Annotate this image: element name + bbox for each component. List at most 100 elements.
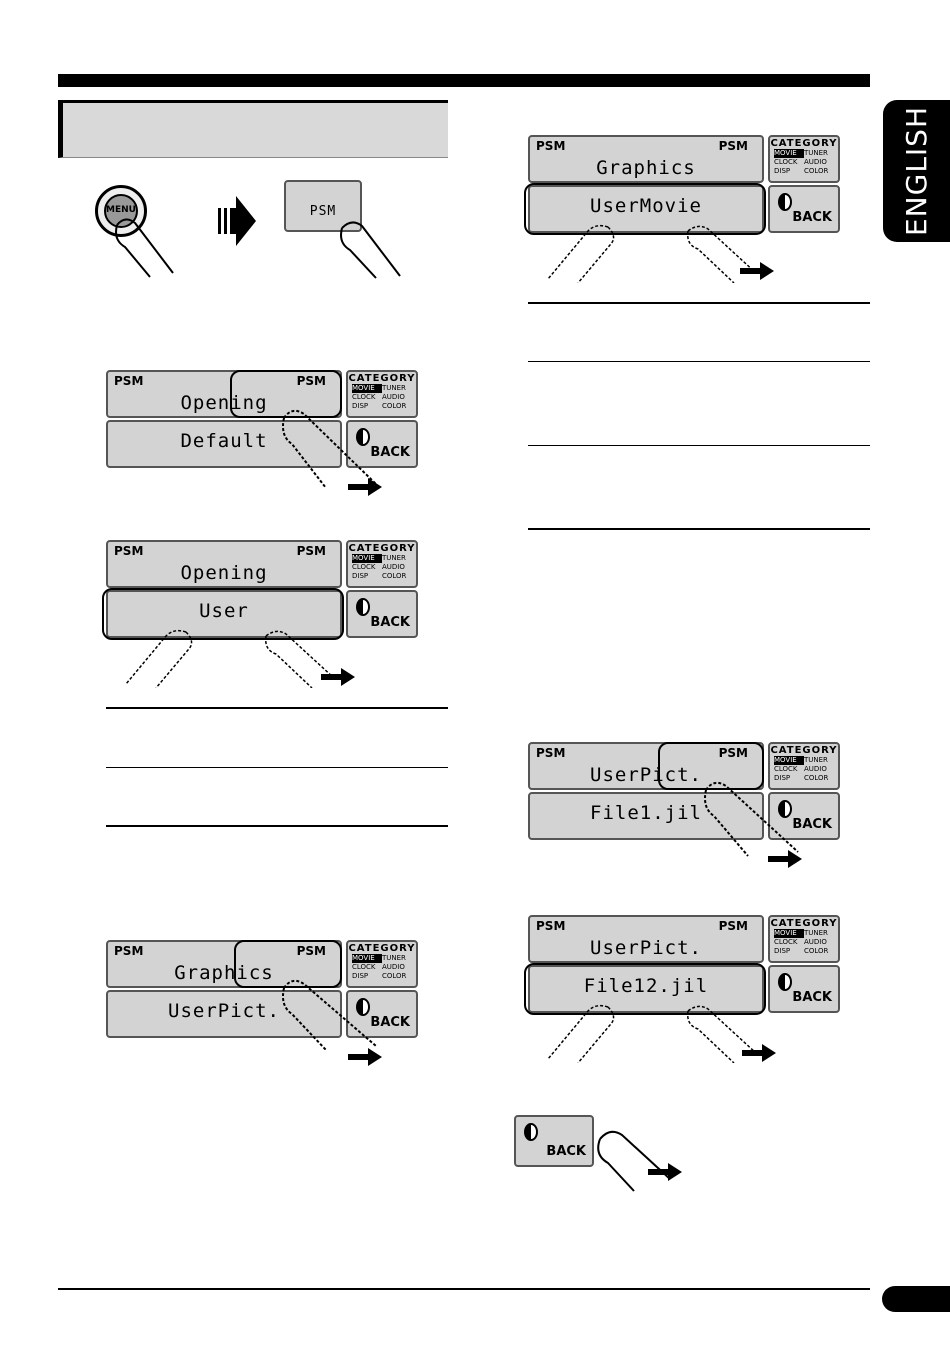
highlight-frame	[102, 588, 344, 640]
top-label: Opening	[180, 562, 268, 584]
bottom-rule	[58, 1288, 870, 1290]
knob-icon	[778, 973, 792, 991]
top-rule	[58, 74, 870, 87]
table-rule	[528, 445, 870, 446]
bottom-display: File1.jil	[528, 792, 764, 840]
knob-icon	[524, 1123, 538, 1141]
finger-icon	[282, 409, 377, 489]
back-label: BACK	[792, 817, 832, 832]
back-button[interactable]: BACK	[514, 1115, 594, 1167]
category-title: CATEGORY	[348, 373, 416, 384]
bottom-label: User	[199, 600, 249, 622]
page-number-tab	[882, 1286, 950, 1312]
category-title: CATEGORY	[770, 918, 838, 929]
bottom-display: User	[106, 590, 342, 638]
bottom-label: UserMovie	[590, 195, 702, 217]
psm-right-label: PSM	[296, 944, 326, 958]
top-display: PSM PSM UserPict.	[528, 915, 764, 963]
top-label: Opening	[180, 392, 268, 414]
category-title: CATEGORY	[348, 543, 416, 554]
category-title: CATEGORY	[348, 943, 416, 954]
language-tab: ENGLISH	[883, 100, 950, 242]
psm-right-label: PSM	[718, 919, 748, 933]
table-rule	[106, 767, 448, 768]
top-display: PSM PSM Opening	[106, 370, 342, 418]
top-label: Graphics	[596, 157, 696, 179]
back-label: BACK	[546, 1144, 586, 1159]
knob-icon	[356, 598, 370, 616]
psm-button-label: PSM	[309, 204, 337, 219]
arrow-icon	[348, 1048, 382, 1066]
arrow-icon	[742, 1044, 776, 1062]
bottom-display: UserMovie	[528, 185, 764, 233]
back-button[interactable]: BACK	[346, 420, 418, 468]
top-display: PSM PSM Graphics	[528, 135, 764, 183]
category-title: CATEGORY	[770, 138, 838, 149]
final-back-step: BACK	[514, 1115, 684, 1192]
lcd-panel-4: PSM PSM Graphics UserMovie CATEGORY MOVI…	[524, 135, 840, 283]
back-button[interactable]: BACK	[346, 990, 418, 1038]
arrow-icon	[740, 262, 774, 280]
lcd-panel-3: PSM PSM Graphics UserPict. CATEGORY MOVI…	[106, 940, 418, 1050]
psm-right-label: PSM	[296, 374, 326, 388]
back-label: BACK	[370, 1015, 410, 1030]
highlight-frame	[230, 370, 342, 418]
table-rule	[528, 528, 870, 530]
table-rule	[528, 302, 870, 304]
bottom-label: Default	[180, 430, 268, 452]
psm-right-label: PSM	[718, 746, 748, 760]
psm-right-label: PSM	[296, 544, 326, 558]
highlight-frame	[524, 963, 766, 1015]
back-label: BACK	[792, 990, 832, 1005]
language-tab-label: ENGLISH	[900, 105, 933, 237]
lcd-panel-5: PSM PSM UserPict. File1.jil CATEGORY MOV…	[528, 742, 840, 857]
back-button[interactable]: BACK	[768, 965, 840, 1013]
knob-icon	[356, 998, 370, 1016]
table-rule	[106, 825, 448, 827]
back-button[interactable]: BACK	[768, 185, 840, 233]
psm-left-label: PSM	[114, 944, 144, 958]
arrow-icon	[321, 668, 355, 686]
psm-left-label: PSM	[114, 544, 144, 558]
finger-icon	[115, 218, 174, 278]
arrow-icon	[648, 1163, 682, 1181]
highlight-frame	[234, 940, 342, 988]
finger-icon	[282, 979, 377, 1050]
back-button[interactable]: BACK	[346, 590, 418, 638]
arrow-icon	[348, 478, 382, 496]
psm-left-label: PSM	[114, 374, 144, 388]
menu-button-label: MENU	[106, 205, 136, 215]
bottom-display: Default	[106, 420, 342, 468]
knob-icon	[778, 193, 792, 211]
highlight-frame	[658, 742, 764, 790]
finger-icon	[125, 629, 335, 688]
bottom-display: File12.jil	[528, 965, 764, 1013]
table-rule	[106, 707, 448, 709]
psm-right-label: PSM	[718, 139, 748, 153]
bottom-label: File1.jil	[590, 802, 702, 824]
top-display: PSM PSM Opening	[106, 540, 342, 588]
back-label: BACK	[370, 445, 410, 460]
knob-icon	[778, 800, 792, 818]
section-title-box	[58, 100, 448, 158]
finger-icon	[547, 224, 757, 283]
highlight-frame	[524, 183, 766, 235]
psm-left-label: PSM	[536, 139, 566, 153]
back-label: BACK	[370, 615, 410, 630]
back-button[interactable]: BACK	[768, 792, 840, 840]
finger-icon	[340, 221, 401, 279]
back-label: BACK	[792, 210, 832, 225]
menu-button[interactable]: MENU	[95, 185, 147, 237]
bottom-label: UserPict.	[168, 1000, 280, 1022]
psm-step: PSM	[284, 180, 414, 280]
top-display: PSM PSM Graphics	[106, 940, 342, 988]
arrow-icon	[768, 850, 802, 868]
bottom-display: UserPict.	[106, 990, 342, 1038]
